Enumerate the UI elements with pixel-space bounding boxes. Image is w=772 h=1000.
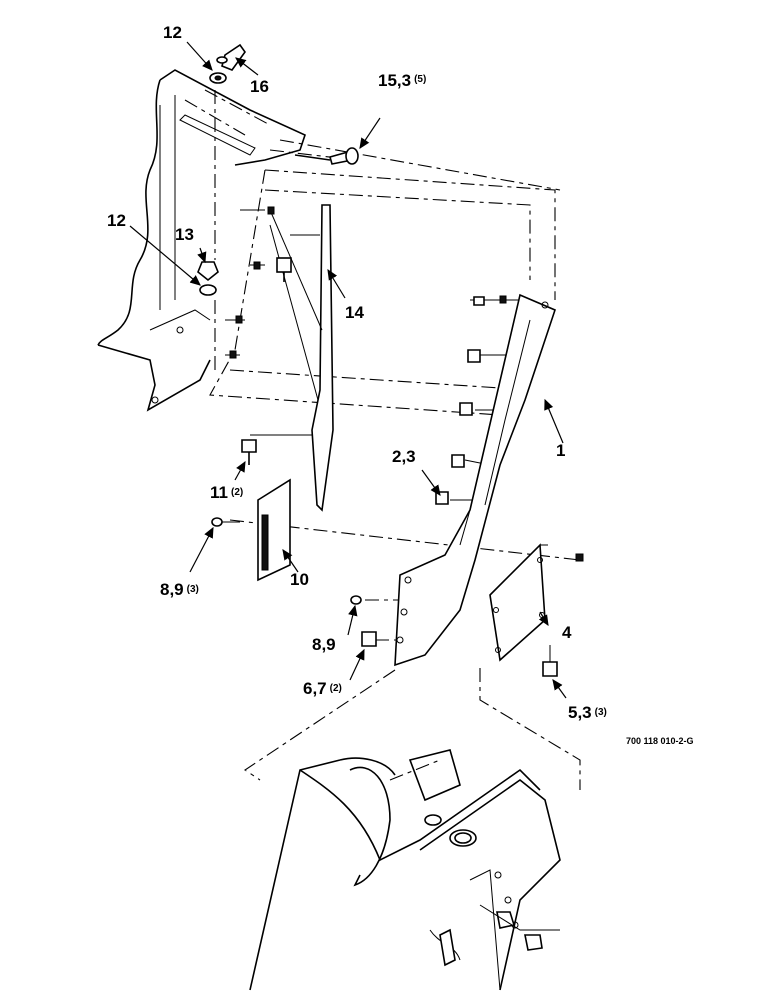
callout-1: 1 <box>556 441 565 460</box>
callout-arrows <box>129 41 567 699</box>
part-14-strip <box>269 204 334 512</box>
callout-12-mid: 12 <box>107 211 126 230</box>
callout-11: 11(2) <box>210 483 243 502</box>
frame-section <box>97 69 306 412</box>
callout-6-7: 6,7(2) <box>303 679 342 698</box>
hardware <box>197 43 584 677</box>
callout-5-3: 5,3(3) <box>568 703 607 722</box>
callout-2-3: 2,3 <box>392 447 416 466</box>
part-4-bracket <box>489 543 548 662</box>
drawing-number: 700 118 010-2-G <box>626 736 694 746</box>
part-10-plate <box>257 478 291 582</box>
callout-15-3: 15,3(5) <box>378 71 426 90</box>
callout-8-9-left: 8,9(3) <box>160 580 199 599</box>
callout-12-top: 12 <box>163 23 182 42</box>
callout-labels: 12 16 15,3(5) 12 13 14 1 2,3 11(2) 8,9(3… <box>107 23 694 746</box>
part-1-panel <box>394 293 556 667</box>
callout-16: 16 <box>250 77 269 96</box>
callout-10: 10 <box>290 570 309 589</box>
callout-13: 13 <box>175 225 194 244</box>
callout-8-9-lower: 8,9 <box>312 635 336 654</box>
callout-14: 14 <box>345 303 364 322</box>
callout-4: 4 <box>562 623 572 642</box>
header-frame-detail <box>244 668 581 991</box>
